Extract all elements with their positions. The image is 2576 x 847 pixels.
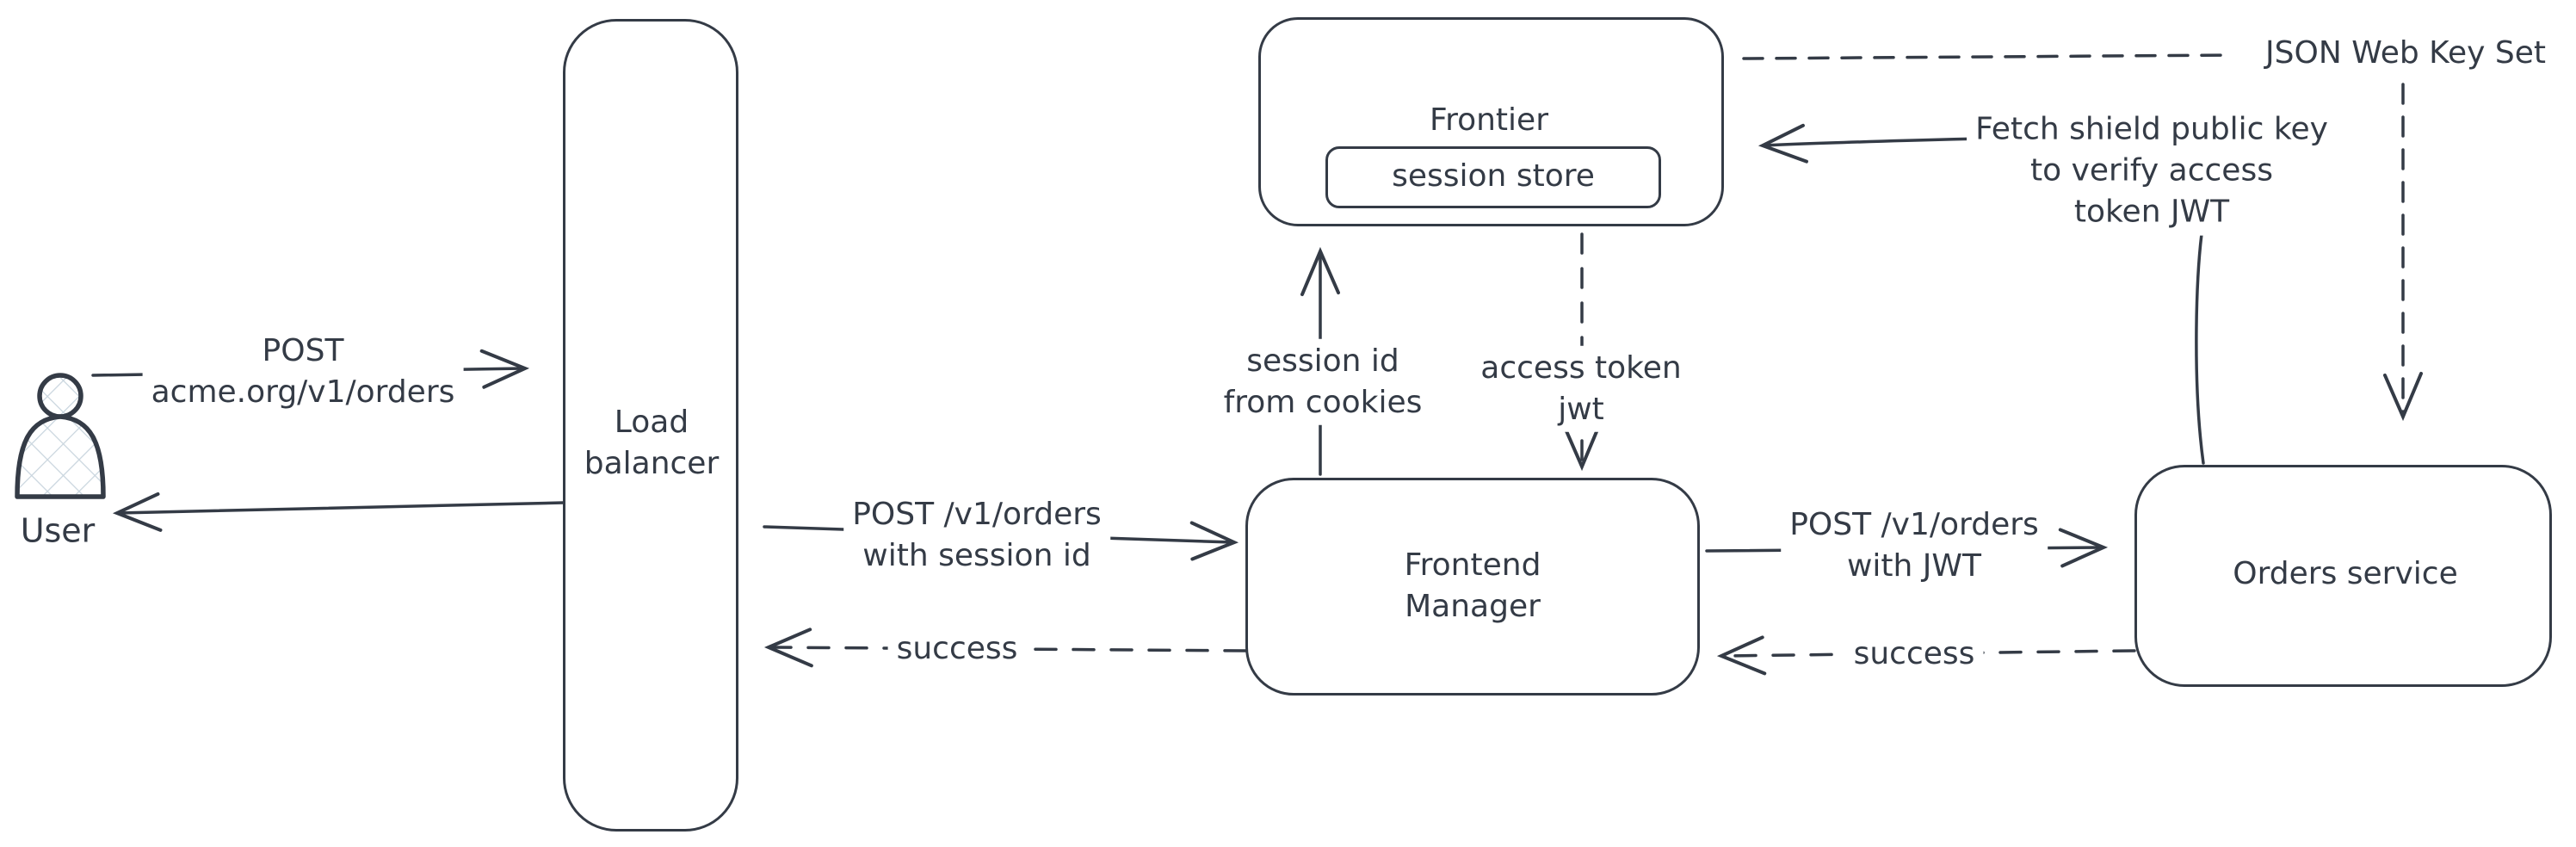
- edge-label-fm-to-orders: POST /v1/orders with JWT: [1781, 502, 2048, 590]
- orders-service-label: Orders service: [2233, 555, 2458, 591]
- session-store-node: [1325, 146, 1661, 208]
- frontend-manager-label: Frontend Manager: [1404, 547, 1541, 624]
- session-store-label: session store: [1392, 158, 1595, 194]
- edge-label-orders-to-fm-success: success: [1844, 631, 1984, 677]
- edge-label-user-to-lb: POST acme.org/v1/orders: [142, 328, 464, 416]
- edge-label-fm-to-lb-success: success: [887, 626, 1027, 672]
- connector-frontier-to-jwks: [1742, 53, 2233, 60]
- edge-label-lb-to-fm: POST /v1/orders with session id: [843, 492, 1110, 579]
- frontend-manager-node: [1245, 478, 1700, 696]
- frontier-label: Frontier: [1429, 102, 1549, 138]
- fetch-key-label: Fetch shield public key to verify access…: [1967, 107, 2337, 236]
- arrow-lb-to-user: [112, 492, 565, 532]
- user-label: User: [20, 511, 96, 550]
- edge-label-session-id: session id from cookies: [1214, 338, 1431, 426]
- user-body: [15, 414, 106, 499]
- user-figure: [15, 373, 106, 499]
- edge-label-access-token: access token jwt: [1472, 345, 1690, 433]
- load-balancer-label: Load balancer: [584, 404, 720, 481]
- orders-service-node: [2134, 465, 2552, 687]
- user-head: [37, 373, 83, 419]
- jwks-label: JSON Web Key Set: [2257, 30, 2554, 77]
- load-balancer-node: [563, 19, 738, 832]
